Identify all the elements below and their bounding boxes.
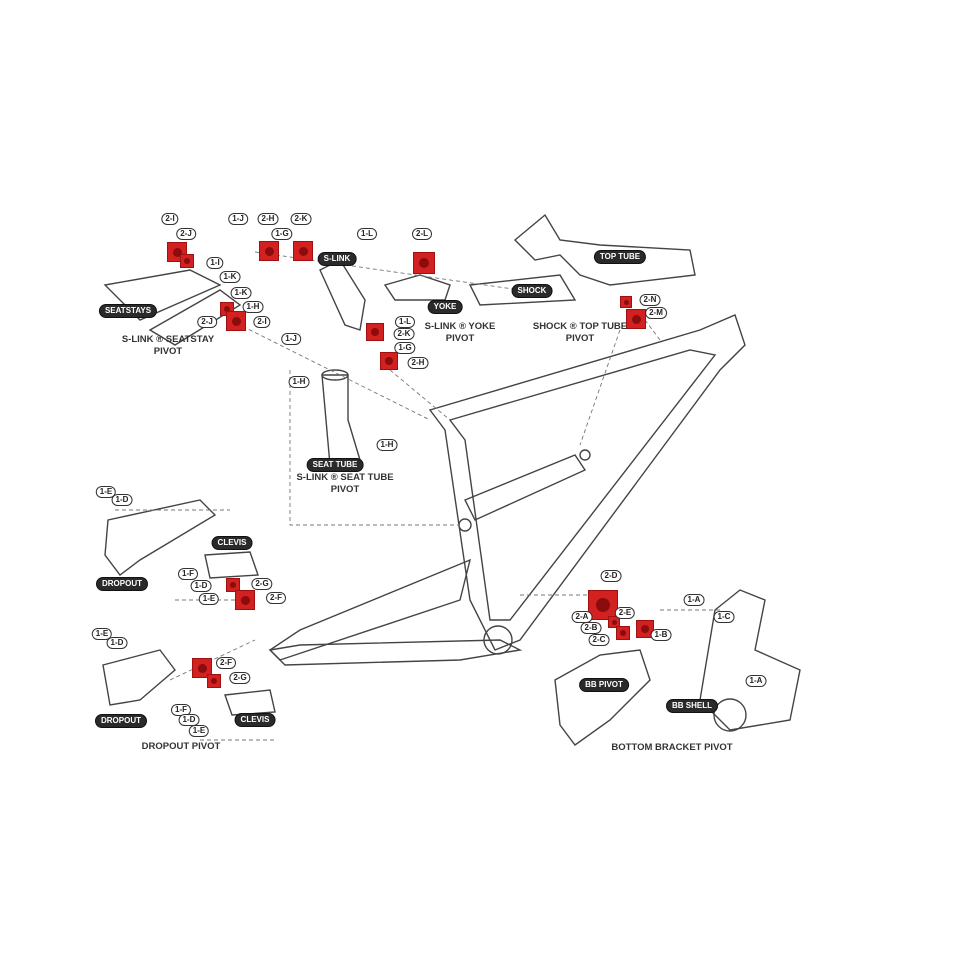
frame-outline xyxy=(102,213,801,746)
part-callout: 2-C xyxy=(588,634,610,646)
part-name-tag: SHOCK xyxy=(511,284,553,298)
part-callout: 1-E xyxy=(95,486,117,498)
hardware-kit-marker xyxy=(626,309,646,329)
part-callout: 1-C xyxy=(713,611,735,623)
part-callout: 2-I xyxy=(253,316,271,328)
part-callout: 2-D xyxy=(600,570,622,582)
part-callout: 1-D xyxy=(111,494,133,506)
part-callout: 1-D xyxy=(190,580,212,592)
hardware-kit-marker xyxy=(620,296,632,308)
hardware-kit-marker xyxy=(293,241,313,261)
section-title-line: PIVOT xyxy=(445,333,475,344)
part-callout: 1-E xyxy=(91,628,113,640)
section-title-line: PIVOT xyxy=(330,484,360,495)
section-title-line: S-LINK ® SEAT TUBE xyxy=(296,472,394,483)
part-name-tag: BB SHELL xyxy=(666,699,718,713)
part-callout: 1-K xyxy=(219,271,241,283)
part-callout: 2-M xyxy=(645,307,667,319)
hardware-kit-marker xyxy=(235,590,255,610)
hardware-kit-marker xyxy=(616,626,630,640)
part-callout: 1-K xyxy=(230,287,252,299)
section-title: BOTTOM BRACKET PIVOT xyxy=(611,742,732,754)
part-name-tag: DROPOUT xyxy=(96,577,148,591)
part-callout: 2-H xyxy=(407,357,429,369)
part-callout: 2-K xyxy=(393,328,415,340)
section-title-line: PIVOT xyxy=(153,346,183,357)
part-callout: 1-J xyxy=(228,213,248,225)
part-callout: 2-J xyxy=(176,228,196,240)
section-title-line: S-LINK ® YOKE xyxy=(424,321,496,332)
part-callout: 1-L xyxy=(357,228,377,240)
hardware-kit-marker xyxy=(207,674,221,688)
part-callout: 2-J xyxy=(197,316,217,328)
section-title-line: SHOCK ® TOP TUBE xyxy=(532,321,628,332)
part-callout: 1-E xyxy=(198,593,220,605)
section-title: DROPOUT PIVOT xyxy=(142,741,221,753)
hardware-kit-marker xyxy=(226,578,240,592)
hardware-kit-marker xyxy=(380,352,398,370)
part-name-tag: SEAT TUBE xyxy=(306,458,364,472)
part-name-tag: DROPOUT xyxy=(95,714,147,728)
part-callout: 2-I xyxy=(161,213,179,225)
section-title-line: BOTTOM BRACKET PIVOT xyxy=(611,742,733,753)
part-name-tag: S-LINK xyxy=(317,252,357,266)
part-callout: 1-D xyxy=(178,714,200,726)
part-name-tag: BB PIVOT xyxy=(579,678,629,692)
part-callout: 2-E xyxy=(614,607,636,619)
hardware-kit-marker xyxy=(366,323,384,341)
part-callout: 1-B xyxy=(650,629,672,641)
part-callout: 1-H xyxy=(288,376,310,388)
part-name-tag: SEATSTAYS xyxy=(98,304,158,318)
hardware-kit-marker xyxy=(226,311,246,331)
part-callout: 2-K xyxy=(290,213,312,225)
part-callout: 2-H xyxy=(257,213,279,225)
part-callout: 1-D xyxy=(106,637,128,649)
part-name-tag: CLEVIS xyxy=(211,536,253,550)
section-title-line: DROPOUT PIVOT xyxy=(141,741,221,752)
part-callout: 2-A xyxy=(571,611,593,623)
part-callout: 2-N xyxy=(639,294,661,306)
part-callout: 2-L xyxy=(412,228,432,240)
part-callout: 1-H xyxy=(376,439,398,451)
part-callout: 1-G xyxy=(271,228,293,240)
part-callout: 1-I xyxy=(206,257,224,269)
part-callout: 2-B xyxy=(580,622,602,634)
section-title-line: PIVOT xyxy=(565,333,595,344)
part-callout: 1-A xyxy=(745,675,767,687)
part-callout: 1-G xyxy=(394,342,416,354)
part-callout: 1-F xyxy=(178,568,198,580)
hardware-kit-marker xyxy=(588,590,618,620)
part-name-tag: CLEVIS xyxy=(234,713,276,727)
part-callout: 1-H xyxy=(242,301,264,313)
part-callout: 1-J xyxy=(281,333,301,345)
section-title-line: S-LINK ® SEATSTAY xyxy=(121,334,215,345)
part-callout: 1-A xyxy=(683,594,705,606)
hardware-kit-marker xyxy=(413,252,435,274)
part-callout: 2-F xyxy=(216,657,236,669)
hardware-kit-marker xyxy=(608,616,620,628)
part-name-tag: TOP TUBE xyxy=(593,250,647,264)
part-callout: 1-E xyxy=(188,725,210,737)
part-name-tag: YOKE xyxy=(427,300,463,314)
hardware-kit-marker xyxy=(192,658,212,678)
hardware-kit-marker xyxy=(180,254,194,268)
hardware-kit-marker xyxy=(167,242,187,262)
part-callout: 1-L xyxy=(395,316,415,328)
part-callout: 2-F xyxy=(266,592,286,604)
part-callout: 2-G xyxy=(229,672,251,684)
part-callout: 2-G xyxy=(251,578,273,590)
hardware-kit-marker xyxy=(259,241,279,261)
